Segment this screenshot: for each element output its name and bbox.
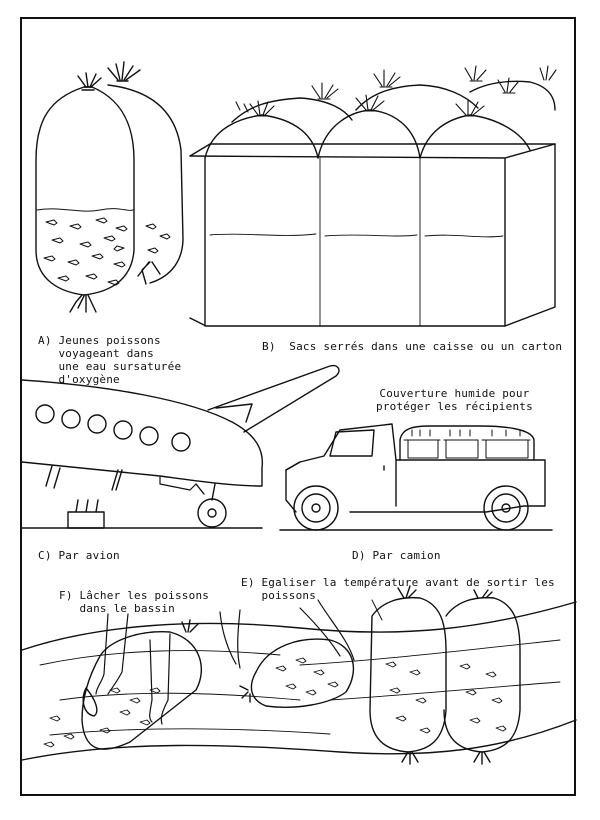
- panel-c-airplane: [21, 364, 340, 529]
- caption-c: C) Par avion: [38, 549, 120, 562]
- bag-tie-icon: [235, 65, 557, 117]
- caption-b: B) Sacs serrés dans une caisse ou un car…: [262, 340, 563, 353]
- caption-wet-cover: Couverture humide pour protéger les réci…: [376, 387, 533, 413]
- wet-cover-icon: [399, 425, 535, 461]
- bag-tie-icon: [239, 685, 251, 703]
- bag-tie-icon: [69, 294, 97, 313]
- caption-a: A) Jeunes poissons voyageant dans une ea…: [38, 334, 182, 386]
- panel-a-fish-bag: [35, 61, 184, 313]
- fish-school-icon: [43, 657, 507, 748]
- illustration-frame: [20, 17, 576, 796]
- caption-f: F) Lâcher les poissons dans le bassin: [59, 589, 210, 615]
- bag-tie-icon: [77, 72, 102, 88]
- panel-b-box-of-bags: [189, 65, 557, 327]
- panel-d-truck: [279, 423, 553, 531]
- panel-ef-pond: [21, 585, 577, 765]
- caption-d: D) Par camion: [352, 549, 441, 562]
- cargo-containers-icon: [67, 499, 105, 529]
- fish-school-icon: [43, 217, 171, 286]
- caption-e: E) Egaliser la température avant de sort…: [241, 576, 555, 602]
- bag-tie-icon: [107, 61, 141, 81]
